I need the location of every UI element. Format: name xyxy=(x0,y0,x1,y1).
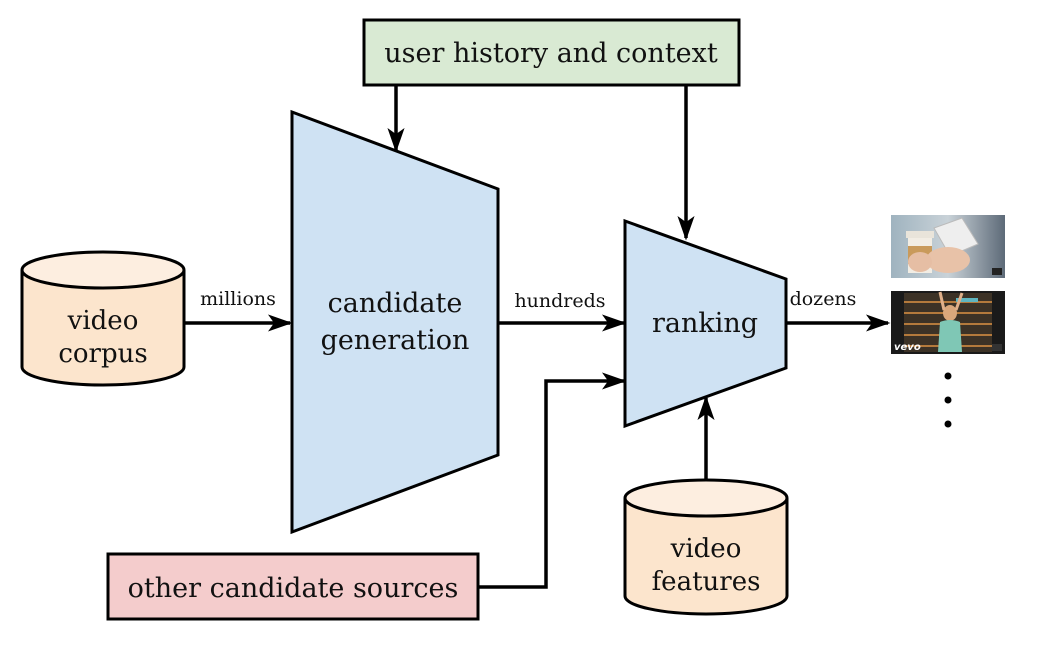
other-sources-node: other candidate sources xyxy=(106,552,480,621)
ranking-funnel xyxy=(623,218,788,429)
vevo-music-thumbnail[interactable]: vevo xyxy=(891,291,1005,354)
other-sources-box xyxy=(106,552,480,621)
video-corpus-cylinder xyxy=(20,270,186,387)
edge-label-dozens: dozens xyxy=(790,288,857,310)
vevo-logo: vevo xyxy=(894,342,921,353)
video-corpus-label-line2: corpus xyxy=(58,339,147,369)
user-context-node: user history and context xyxy=(362,18,741,87)
video-corpus-node: video corpus xyxy=(20,250,186,387)
more-results-ellipsis-icon xyxy=(944,372,952,428)
edge-label-millions: millions xyxy=(200,288,276,310)
user-context-label: user history and context xyxy=(384,38,718,69)
user-context-box xyxy=(362,18,741,87)
edge-sources-to-ranking xyxy=(478,372,627,589)
ranking-node: ranking xyxy=(623,218,788,429)
phone-coffee-thumbnail[interactable] xyxy=(891,215,1005,278)
ranking-label: ranking xyxy=(652,308,758,339)
candidate-generation-funnel xyxy=(290,109,500,535)
candidate-generation-label-line2: generation xyxy=(321,325,470,356)
video-features-label-line1: video xyxy=(670,534,742,564)
video-features-cylinder xyxy=(623,498,789,616)
video-corpus-label-line1: video xyxy=(67,306,139,336)
video-corpus-cylinder-top xyxy=(20,250,186,290)
candidate-generation-label-line1: candidate xyxy=(328,288,463,319)
video-features-label-line2: features xyxy=(652,567,761,597)
other-sources-label: other candidate sources xyxy=(128,573,459,604)
video-features-cylinder-top xyxy=(623,478,789,518)
candidate-generation-node: candidate generation xyxy=(290,109,500,535)
video-features-node: video features xyxy=(623,478,789,616)
edge-label-hundreds: hundreds xyxy=(514,290,605,312)
